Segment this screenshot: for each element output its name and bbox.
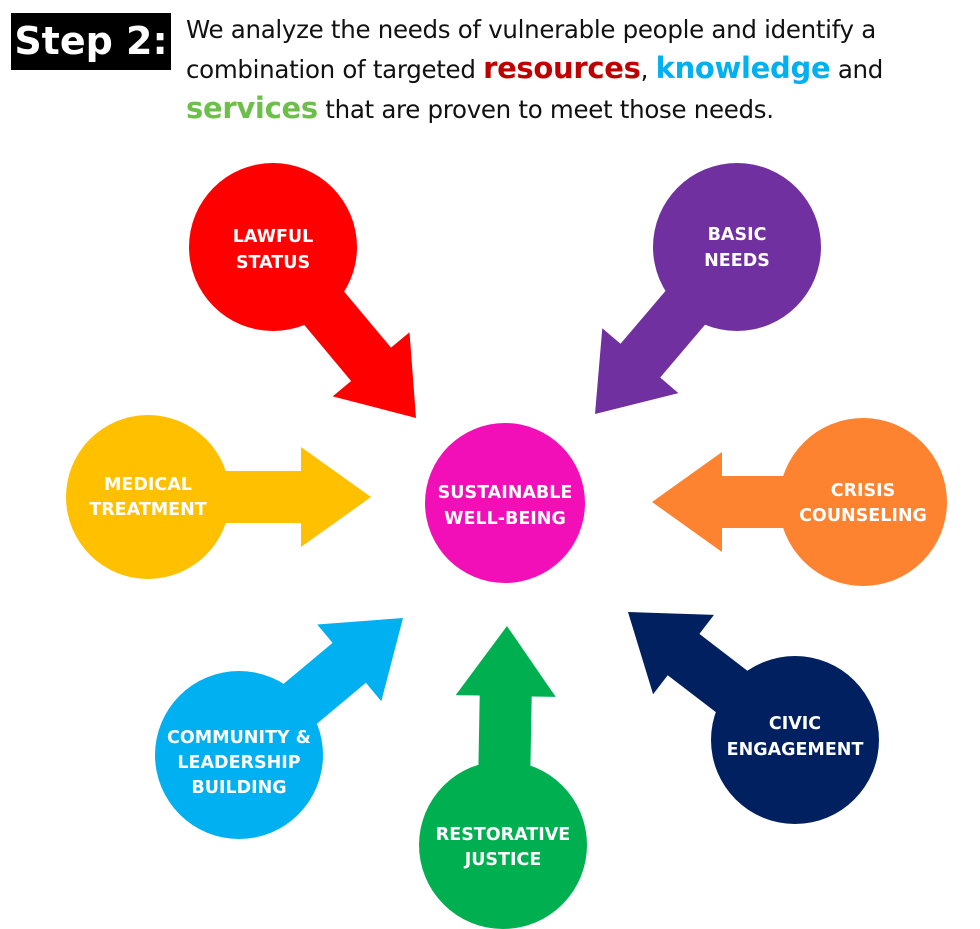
medical-treatment-label-line: TREATMENT	[89, 500, 207, 520]
node-sustainable-well-being: SUSTAINABLE WELL-BEING	[425, 423, 585, 583]
medical-treatment-circle	[66, 415, 230, 579]
node-lawful-status: LAWFUL STATUS	[189, 163, 416, 418]
node-crisis-counseling: CRISIS COUNSELING	[652, 418, 947, 586]
keyword-resources: resources	[483, 51, 641, 85]
intro-text-part-1: We analyze the needs of vulnerable peopl…	[186, 15, 876, 84]
civic-engagement-label-line: ENGAGEMENT	[727, 740, 864, 760]
restorative-justice-circle	[419, 761, 587, 929]
lawful-status-circle	[189, 163, 357, 331]
civic-engagement-label-line: CIVIC	[769, 714, 821, 734]
community-leadership-building-circle	[155, 671, 323, 839]
restorative-justice-label-line: RESTORATIVE	[436, 825, 570, 845]
sustainable-well-being-label-line: WELL-BEING	[444, 509, 566, 529]
basic-needs-circle	[653, 163, 821, 331]
sustainable-well-being-label-line: SUSTAINABLE	[438, 483, 573, 503]
crisis-counseling-label-line: CRISIS	[831, 481, 896, 501]
intro-comma: ,	[640, 55, 656, 84]
restorative-justice-label-line: JUSTICE	[464, 850, 542, 870]
community-leadership-building-label-line: COMMUNITY &	[167, 728, 311, 748]
crisis-counseling-circle	[779, 418, 947, 586]
basic-needs-label-line: NEEDS	[704, 251, 770, 271]
medical-treatment-label-line: MEDICAL	[104, 475, 192, 495]
step-badge: Step 2:	[11, 13, 171, 70]
node-community-leadership-building: COMMUNITY & LEADERSHIP BUILDING	[155, 618, 403, 839]
civic-engagement-circle	[711, 656, 879, 824]
intro-text-part-3: that are proven to meet those needs.	[317, 95, 774, 124]
keyword-services: services	[186, 91, 318, 125]
basic-needs-label-line: BASIC	[708, 225, 767, 245]
community-leadership-building-label-line: LEADERSHIP	[177, 753, 300, 773]
keyword-knowledge: knowledge	[655, 51, 831, 85]
node-civic-engagement: CIVIC ENGAGEMENT	[628, 612, 879, 824]
intro-text: We analyze the needs of vulnerable peopl…	[186, 10, 966, 129]
crisis-counseling-label-line: COUNSELING	[799, 506, 927, 526]
node-basic-needs: BASIC NEEDS	[595, 163, 821, 414]
node-restorative-justice: RESTORATIVE JUSTICE	[419, 626, 587, 929]
lawful-status-label-line: LAWFUL	[233, 227, 314, 247]
lawful-status-label-line: STATUS	[236, 253, 310, 273]
node-medical-treatment: MEDICAL TREATMENT	[66, 415, 371, 579]
sustainable-well-being-circle	[425, 423, 585, 583]
intro-text-part-2: and	[830, 55, 884, 84]
community-leadership-building-label-line: BUILDING	[191, 778, 286, 798]
